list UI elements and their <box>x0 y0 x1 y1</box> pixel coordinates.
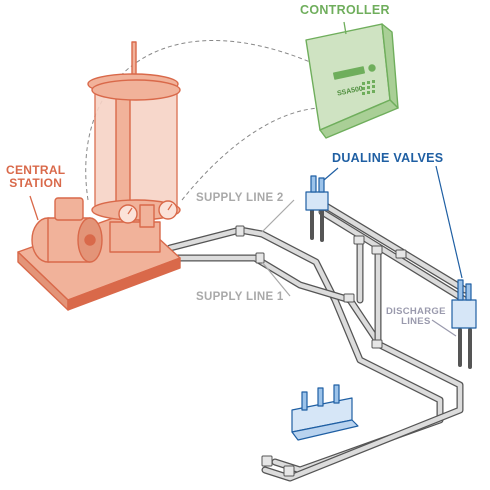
reservoir-icon <box>87 41 181 221</box>
supply-line-2-leader <box>261 199 295 233</box>
central-station <box>17 41 181 311</box>
controller-label: CONTROLLER <box>300 3 390 17</box>
signal-wire-lower <box>181 107 321 201</box>
supply-line-1-label: SUPPLY LINE 1 <box>196 291 284 303</box>
controller-leader <box>343 21 347 35</box>
dualine-valves-label: DUALINE VALVES <box>332 151 444 165</box>
central-station-label: CENTRAL STATION <box>6 164 65 189</box>
pump-block <box>109 204 161 253</box>
signal-wire-upper <box>85 39 311 201</box>
manifold-icon <box>291 384 359 441</box>
valve-icon <box>451 279 477 329</box>
central-station-leader <box>29 195 39 221</box>
central-station-label-line1: CENTRAL <box>6 163 66 177</box>
discharge-lines-label-line2: LINES <box>401 315 431 327</box>
supply-line-1-leader <box>261 261 291 297</box>
gauge-icon <box>118 200 178 224</box>
discharge-lines-label: DISCHARGE LINES <box>386 307 446 327</box>
controller-icon <box>305 23 399 139</box>
dualine-valves-leaders <box>323 165 463 279</box>
discharge-lines-leader <box>431 319 457 337</box>
central-station-label-line2: STATION <box>9 175 63 190</box>
pipe-network <box>166 196 472 482</box>
pipe-fittings <box>235 225 407 477</box>
supply-line-2-label: SUPPLY LINE 2 <box>196 192 284 204</box>
discharge-lines-label-line1: DISCHARGE <box>386 306 446 317</box>
valve-icon <box>305 175 329 211</box>
motor-icon <box>31 197 103 263</box>
